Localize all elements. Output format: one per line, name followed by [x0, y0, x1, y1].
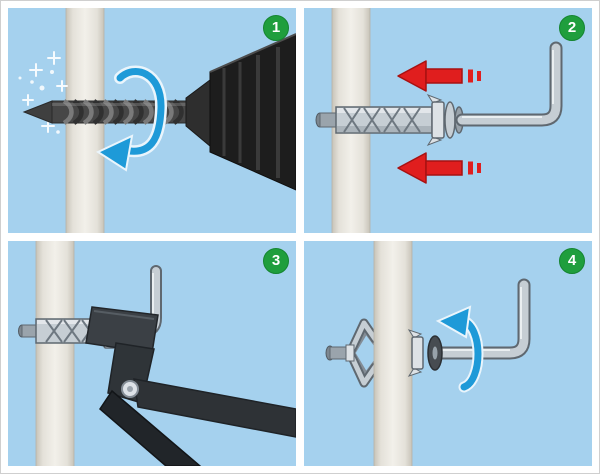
setting-pliers-icon: [85, 306, 296, 466]
washer: [427, 335, 443, 371]
drill-chuck-icon: [185, 33, 296, 191]
wall: [373, 241, 413, 466]
anchor-collar-icon: [407, 329, 424, 377]
step-panel-1: 1: [8, 8, 296, 233]
l-hook-icon: [455, 41, 563, 127]
hollow-wall-anchor-icon: [315, 93, 464, 147]
step-illustration-tighten: [325, 241, 531, 466]
step-badge: 1: [263, 15, 289, 41]
rotation-arrow-icon: [435, 305, 484, 393]
push-arrow-icon: [397, 60, 481, 92]
step-illustration-insert-anchor: [315, 8, 563, 233]
push-arrow-icon: [397, 152, 481, 184]
washer: [444, 101, 456, 139]
step-panel-3: 3: [8, 241, 296, 466]
step-badge: 4: [559, 248, 585, 274]
rotation-arrow-icon: [95, 65, 168, 172]
step-illustration-setting-tool: [18, 241, 296, 466]
wall: [35, 241, 75, 466]
step-badge: 2: [559, 15, 585, 41]
drill-bit-icon: [22, 99, 187, 125]
step-panel-4: 4: [304, 241, 592, 466]
step-panel-2: 2: [304, 8, 592, 233]
step-badge: 3: [263, 248, 289, 274]
step-illustration-drilling: [18, 8, 296, 233]
expanded-anchor-legs-icon: [325, 318, 380, 388]
